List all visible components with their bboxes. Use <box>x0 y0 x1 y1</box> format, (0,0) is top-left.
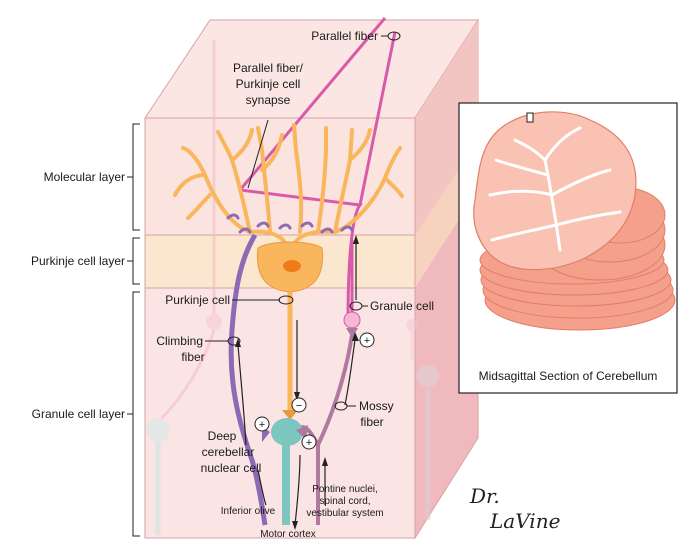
label-climbing-fiber-1: Climbing <box>156 334 203 348</box>
label-molecular-layer: Molecular layer <box>44 170 125 184</box>
label-mossy-fiber-2: fiber <box>360 415 383 429</box>
label-motor-cortex: Motor cortex <box>260 529 316 540</box>
label-pf-synapse-3: synapse <box>246 93 291 107</box>
granule-layer-front <box>144 287 416 539</box>
sample-location-marker <box>526 112 534 123</box>
midsagittal-inset: Midsagittal Section of Cerebellum <box>458 102 678 394</box>
label-deep-nuclear-3: nuclear cell <box>201 461 262 475</box>
diagram-labels: Parallel fiber Parallel fiber/ Purkinje … <box>31 29 434 540</box>
purkinje-cell-body <box>256 241 324 420</box>
purkinje-spines <box>226 213 354 234</box>
label-purkinje-cell: Purkinje cell <box>165 293 230 307</box>
climbing-fiber <box>228 233 268 526</box>
arbor-vitae-branches <box>488 126 622 252</box>
inset-caption: Midsagittal Section of Cerebellum <box>479 369 658 383</box>
granule-cell <box>343 240 361 338</box>
label-pontine-3: vestibular system <box>306 508 383 519</box>
sign-badges: + − + + <box>254 332 375 450</box>
label-parallel-fiber: Parallel fiber <box>311 29 378 43</box>
label-granule-cell: Granule cell <box>370 299 434 313</box>
svg-text:Dr.: Dr. <box>469 484 500 508</box>
label-pontine-2: spinal cord, <box>319 496 370 507</box>
climbing-excite-sign: + <box>259 419 265 431</box>
artist-signature: Dr. LaVine <box>469 484 560 533</box>
label-inferior-olive: Inferior olive <box>221 506 276 517</box>
deep-cerebellar-nucleus <box>262 418 308 525</box>
cerebellum-arbor <box>473 111 637 271</box>
purkinje-inhibit-sign: − <box>296 400 302 412</box>
label-climbing-fiber-2: fiber <box>181 350 204 364</box>
mossy-nucleus-excite-sign: + <box>306 437 312 449</box>
label-deep-nuclear-1: Deep <box>208 429 237 443</box>
label-pf-synapse-2: Purkinje cell <box>236 77 301 91</box>
purkinje-dendrites <box>173 123 404 262</box>
label-pontine-1: Pontine nuclei, <box>312 484 378 495</box>
signal-arrows <box>237 240 357 526</box>
background-ghost-cells <box>146 40 439 535</box>
label-purkinje-layer: Purkinje cell layer <box>31 254 125 268</box>
label-pf-synapse-1: Parallel fiber/ <box>233 61 304 75</box>
label-mossy-fiber-1: Mossy <box>359 399 394 413</box>
leader-lines <box>127 31 401 537</box>
side-molecular-band <box>415 20 478 235</box>
mossy-excite-sign: + <box>364 335 370 347</box>
svg-text:LaVine: LaVine <box>489 509 560 533</box>
label-granule-layer: Granule cell layer <box>32 407 125 421</box>
label-deep-nuclear-2: cerebellar <box>202 445 255 459</box>
